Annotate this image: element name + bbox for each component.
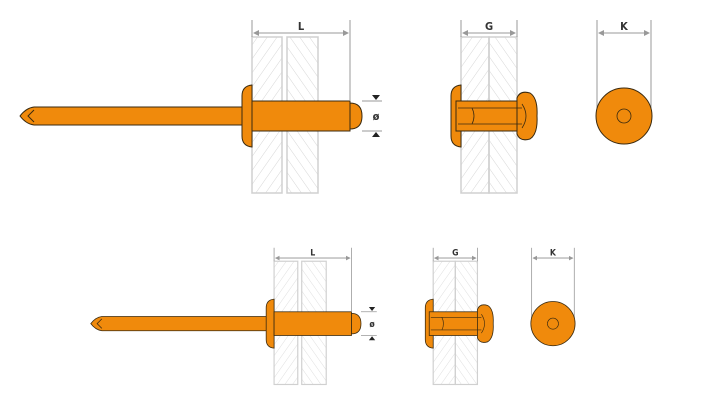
rivet-head-view-large	[596, 20, 652, 144]
rivet-installed-view-large	[451, 20, 537, 193]
rivet-side-view-small	[91, 248, 377, 385]
rivet-installed-view-small	[425, 248, 493, 385]
rivet-head-view-small	[531, 248, 575, 346]
rivet-side-view-large	[20, 20, 382, 193]
